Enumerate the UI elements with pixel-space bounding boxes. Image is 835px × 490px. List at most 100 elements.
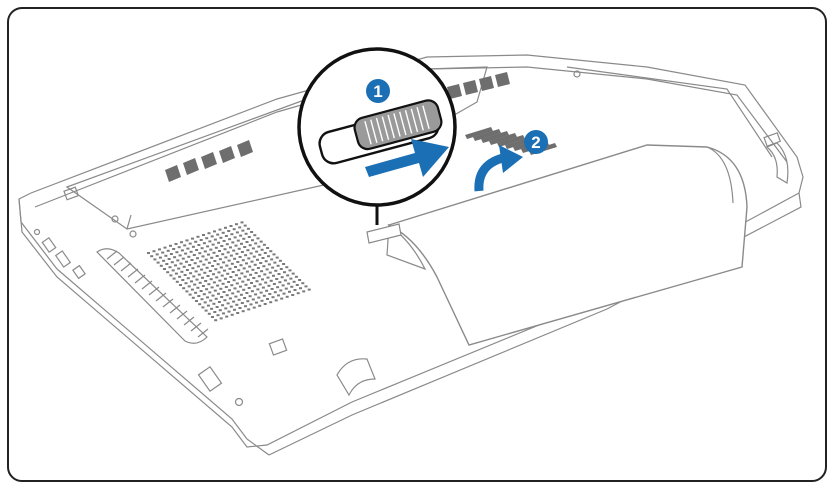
grille-dot <box>229 305 233 308</box>
grille-dot <box>277 294 280 297</box>
grille-dot <box>235 223 238 226</box>
grille-dot <box>240 272 244 275</box>
grille-dot <box>193 262 197 265</box>
grille-dot <box>202 234 205 236</box>
grille-dot <box>196 257 199 260</box>
grille-dot <box>197 273 201 276</box>
grille-dot <box>170 261 174 264</box>
grille-dot <box>219 317 223 320</box>
grille-dot <box>198 303 202 306</box>
grille-dot <box>233 308 236 311</box>
grille-dot <box>224 235 228 237</box>
latch-ridge <box>375 117 384 142</box>
grille-dot <box>271 296 275 299</box>
grille-dot <box>225 315 229 318</box>
grille-dot <box>273 261 277 264</box>
grille-dot <box>185 239 189 242</box>
grille-dot <box>255 280 259 283</box>
grille-dot <box>237 298 241 301</box>
grille-dot <box>169 253 173 255</box>
grille-dot <box>261 278 264 281</box>
battery-latch <box>366 223 402 244</box>
grille-dot <box>227 310 231 313</box>
grille-dot <box>194 270 198 273</box>
grille-dot <box>234 244 238 247</box>
grille-dot <box>258 304 262 307</box>
grille-dot <box>268 271 272 274</box>
grille-dot <box>168 266 172 269</box>
grille-dot <box>220 296 224 298</box>
latch-callout <box>297 47 457 225</box>
grille-dot <box>182 287 186 290</box>
grille-dot <box>201 285 205 287</box>
grille-dot <box>276 286 280 289</box>
grille-dot <box>242 288 246 291</box>
grille-dot <box>264 281 268 284</box>
latch-ridge <box>370 119 378 143</box>
grille-dot <box>174 272 178 275</box>
grille-dot <box>238 226 242 229</box>
grille-dot <box>228 289 231 292</box>
grille-dot <box>250 282 253 284</box>
grille-dot <box>259 262 263 264</box>
grille-dot <box>185 269 189 271</box>
grille-dot <box>247 257 251 260</box>
grille-dot <box>216 263 220 266</box>
grille-dot <box>195 300 198 302</box>
hinge-line <box>127 268 139 278</box>
grille-dot <box>155 253 159 256</box>
vent-top <box>447 72 510 99</box>
grille-dot <box>172 248 176 250</box>
hinge-line <box>120 262 132 272</box>
grille-dot <box>244 254 248 257</box>
grille-dot <box>237 269 241 272</box>
grille-dot <box>231 292 235 295</box>
grille-dot <box>230 233 234 236</box>
grille-dot <box>266 247 270 249</box>
grille-dot <box>181 279 185 281</box>
grille-dot <box>204 258 208 261</box>
grille-dot <box>251 298 255 301</box>
grille-dot <box>202 293 206 296</box>
bay-vent-slat <box>465 127 493 139</box>
grille-dot <box>177 246 181 249</box>
grille-dot <box>307 288 311 291</box>
grille-dot <box>180 249 184 252</box>
grille-dot <box>230 284 234 287</box>
grille-dot <box>216 284 220 287</box>
grille-dot <box>192 275 196 278</box>
grille-dot <box>207 261 211 264</box>
grille-dot <box>200 298 204 301</box>
grille-dot <box>197 244 201 246</box>
grille-dot <box>272 283 276 285</box>
grille-dot <box>267 284 271 287</box>
grille-dot <box>240 242 243 245</box>
grille-dot <box>223 248 227 251</box>
grille-dot <box>255 250 259 253</box>
grille-dot <box>211 316 214 318</box>
grille-dot <box>227 259 231 262</box>
grille-dot <box>163 246 167 249</box>
grille-dot <box>272 253 276 256</box>
grille-dot <box>209 248 213 251</box>
grille-dot <box>285 266 289 269</box>
grille-dot <box>243 297 247 299</box>
grille-dot <box>274 299 278 302</box>
grille-dot <box>231 271 235 273</box>
grille-dot <box>220 274 224 277</box>
grille-dot <box>261 286 265 289</box>
grille-dot <box>227 281 231 283</box>
grille-dot <box>209 278 213 281</box>
grille-dot <box>265 268 269 271</box>
grille-dot <box>285 295 289 298</box>
grille-dot <box>232 249 236 252</box>
hinge-line <box>148 286 160 296</box>
grille-dot <box>255 301 258 304</box>
grille-dot <box>295 284 299 286</box>
grille-dot <box>243 246 247 248</box>
grille-dot <box>263 303 267 305</box>
grille-dot <box>245 262 248 265</box>
grille-dot <box>252 277 256 279</box>
grille-dot <box>241 259 245 262</box>
grille-dot <box>263 273 267 276</box>
